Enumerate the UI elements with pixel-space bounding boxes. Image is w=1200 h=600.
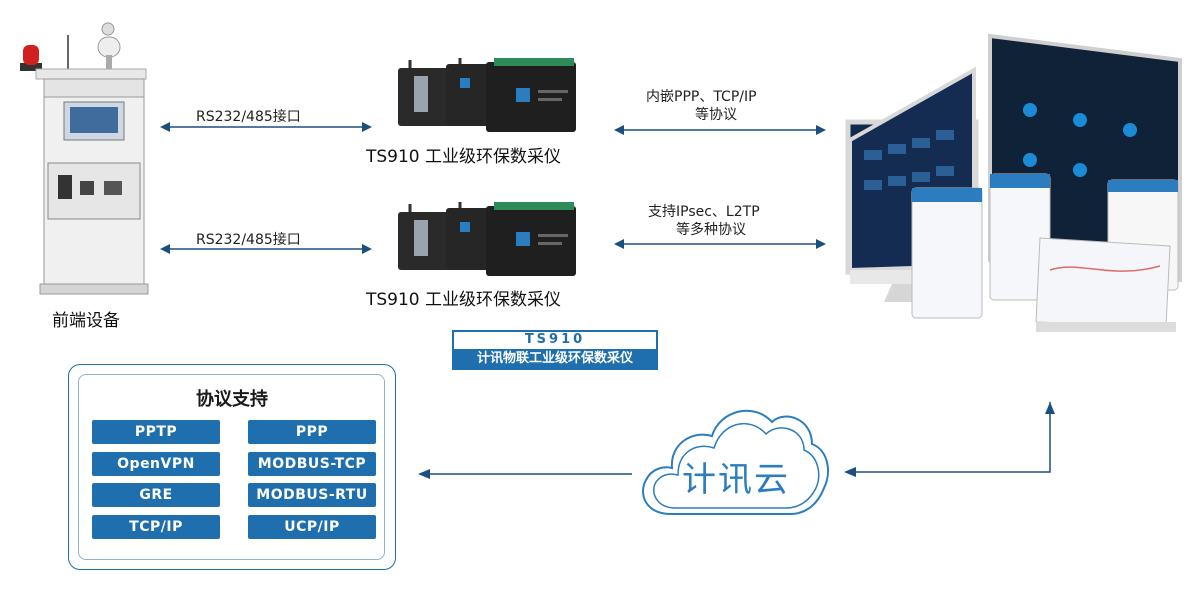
front-end-cabinet [8, 15, 158, 297]
cloud-to-protocols-arrow [418, 469, 632, 479]
platform-to-cloud-arrow [844, 402, 1055, 477]
protocol-openvpn: OpenVPN [92, 452, 220, 476]
ts910-device-image-2 [390, 202, 590, 282]
serial-arrow-1 [160, 122, 372, 132]
protocol-support-panel: 协议支持 [68, 364, 396, 570]
protocol-modbus-tcp: MODBUS-TCP [248, 452, 376, 476]
device-caption-2: TS910 工业级环保数采仪 [366, 290, 562, 310]
badge-name: 计讯物联工业级环保数采仪 [454, 349, 656, 368]
protocol-pptp: PPTP [92, 420, 220, 444]
network-label-2a: 支持IPsec、L2TP [648, 204, 760, 220]
network-label-2b: 等多种协议 [676, 222, 746, 238]
ts910-device-image-1 [390, 58, 590, 138]
serial-label-2: RS232/485接口 [196, 232, 301, 248]
network-label-1b: 等协议 [695, 107, 737, 123]
badge-model: TS910 [524, 332, 586, 347]
protocol-support-title: 协议支持 [196, 389, 268, 410]
network-arrow-1 [614, 125, 826, 135]
protocol-gre: GRE [92, 483, 220, 507]
device-caption-1: TS910 工业级环保数采仪 [366, 147, 562, 167]
front-end-label: 前端设备 [52, 311, 120, 331]
protocol-support-inner [78, 374, 385, 560]
cloud-icon [642, 409, 829, 515]
protocol-ppp: PPP [248, 420, 376, 444]
platform-screens-image [840, 30, 1195, 340]
cloud-label: 计讯云 [682, 460, 790, 500]
protocol-ucp-ip: UCP/IP [248, 515, 376, 539]
serial-label-1: RS232/485接口 [196, 109, 301, 125]
network-arrow-2 [614, 239, 826, 249]
ts910-badge: TS910 计讯物联工业级环保数采仪 [452, 330, 658, 370]
protocol-tcp-ip: TCP/IP [92, 515, 220, 539]
serial-arrow-2 [160, 244, 372, 254]
network-label-1a: 内嵌PPP、TCP/IP [646, 89, 757, 105]
protocol-modbus-rtu: MODBUS-RTU [248, 483, 376, 507]
